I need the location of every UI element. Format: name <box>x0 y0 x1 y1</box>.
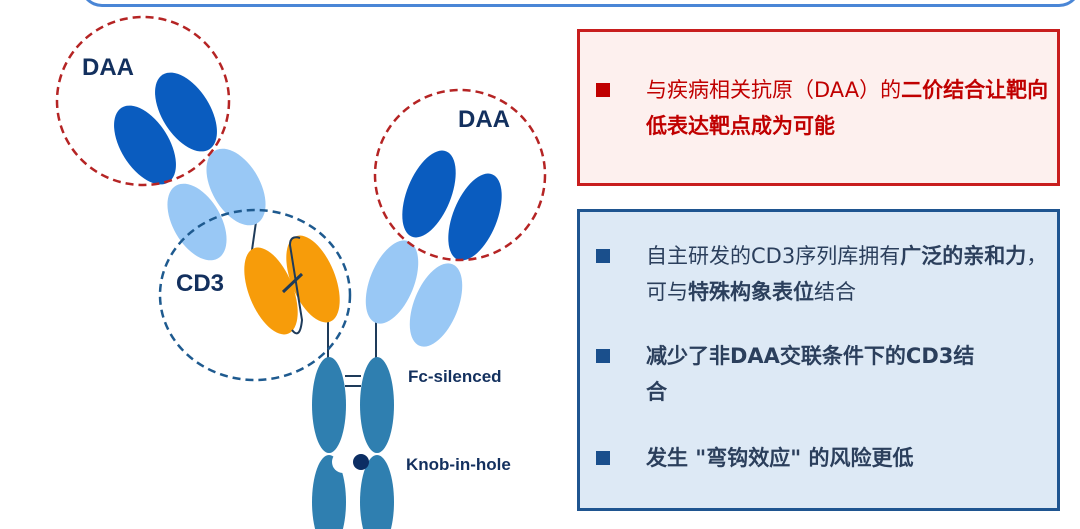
fc-domain <box>360 357 394 453</box>
bullet-square-icon <box>596 249 610 263</box>
item-text: 自主研发的CD3序列库拥有 <box>646 244 901 268</box>
heavy-chain-domain <box>365 240 419 324</box>
daa-highlight-circle <box>373 88 547 262</box>
item-text-bold: 发生 "弯钩效应" 的风险更低 <box>646 446 914 470</box>
daa-binding-domain <box>448 173 502 261</box>
cd3-label: CD3 <box>176 270 225 297</box>
list-item: 自主研发的CD3序列库拥有广泛的亲和力，可与特殊构象表位结合 <box>596 238 1049 310</box>
list-item: 发生 "弯钩效应" 的风险更低 <box>596 440 1049 476</box>
daa-binding-domain <box>155 72 217 152</box>
daa-label-left: DAA <box>82 54 134 81</box>
crossover-linker <box>288 236 304 335</box>
fc-domain-hole <box>312 455 346 529</box>
fc-domain-knob <box>360 455 394 529</box>
daa-binding-domain <box>402 150 456 238</box>
knob-in-hole-label: Knob-in-hole <box>406 455 511 474</box>
item-text: ，可与 <box>646 244 1048 304</box>
item-text-bold: 广泛的亲和力 <box>900 244 1027 268</box>
fc-silenced-label: Fc-silenced <box>408 367 502 386</box>
cd3-binding-domain <box>244 247 298 335</box>
daa-binding-domain <box>114 105 176 185</box>
list-item: 与疾病相关抗原（DAA）的二价结合让靶向低表达靶点成为可能 <box>596 72 1049 144</box>
daa-benefit-box: 与疾病相关抗原（DAA）的二价结合让靶向低表达靶点成为可能 <box>577 29 1060 186</box>
item-text-bold: 二价结合让靶向低表达靶点成为可能 <box>646 78 1049 138</box>
list-item: 减少了非DAA交联条件下的CD3结合 <box>596 338 1049 410</box>
light-chain-domain <box>409 263 463 347</box>
daa-highlight-circle <box>55 15 231 187</box>
daa-label-right: DAA <box>458 106 510 133</box>
heavy-chain-domain <box>206 148 266 226</box>
item-text-bold: 特殊构象表位 <box>688 280 814 304</box>
bullet-square-icon <box>596 451 610 465</box>
item-text: 结合 <box>814 280 856 304</box>
cd3-benefit-box: 自主研发的CD3序列库拥有广泛的亲和力，可与特殊构象表位结合 减少了非DAA交联… <box>577 209 1060 511</box>
crossover-linker <box>281 272 304 294</box>
hole-icon <box>332 451 354 473</box>
fc-domain <box>312 357 346 453</box>
bullet-square-icon <box>596 83 610 97</box>
linker-line <box>251 221 257 251</box>
knob-icon <box>353 454 369 470</box>
cd3-highlight-circle <box>158 208 352 382</box>
antibody-diagram <box>55 15 547 529</box>
item-text: 与疾病相关抗原（DAA）的 <box>646 78 902 102</box>
item-text-bold: 减少了非DAA交联条件下的CD3结合 <box>646 344 975 404</box>
bullet-square-icon <box>596 349 610 363</box>
